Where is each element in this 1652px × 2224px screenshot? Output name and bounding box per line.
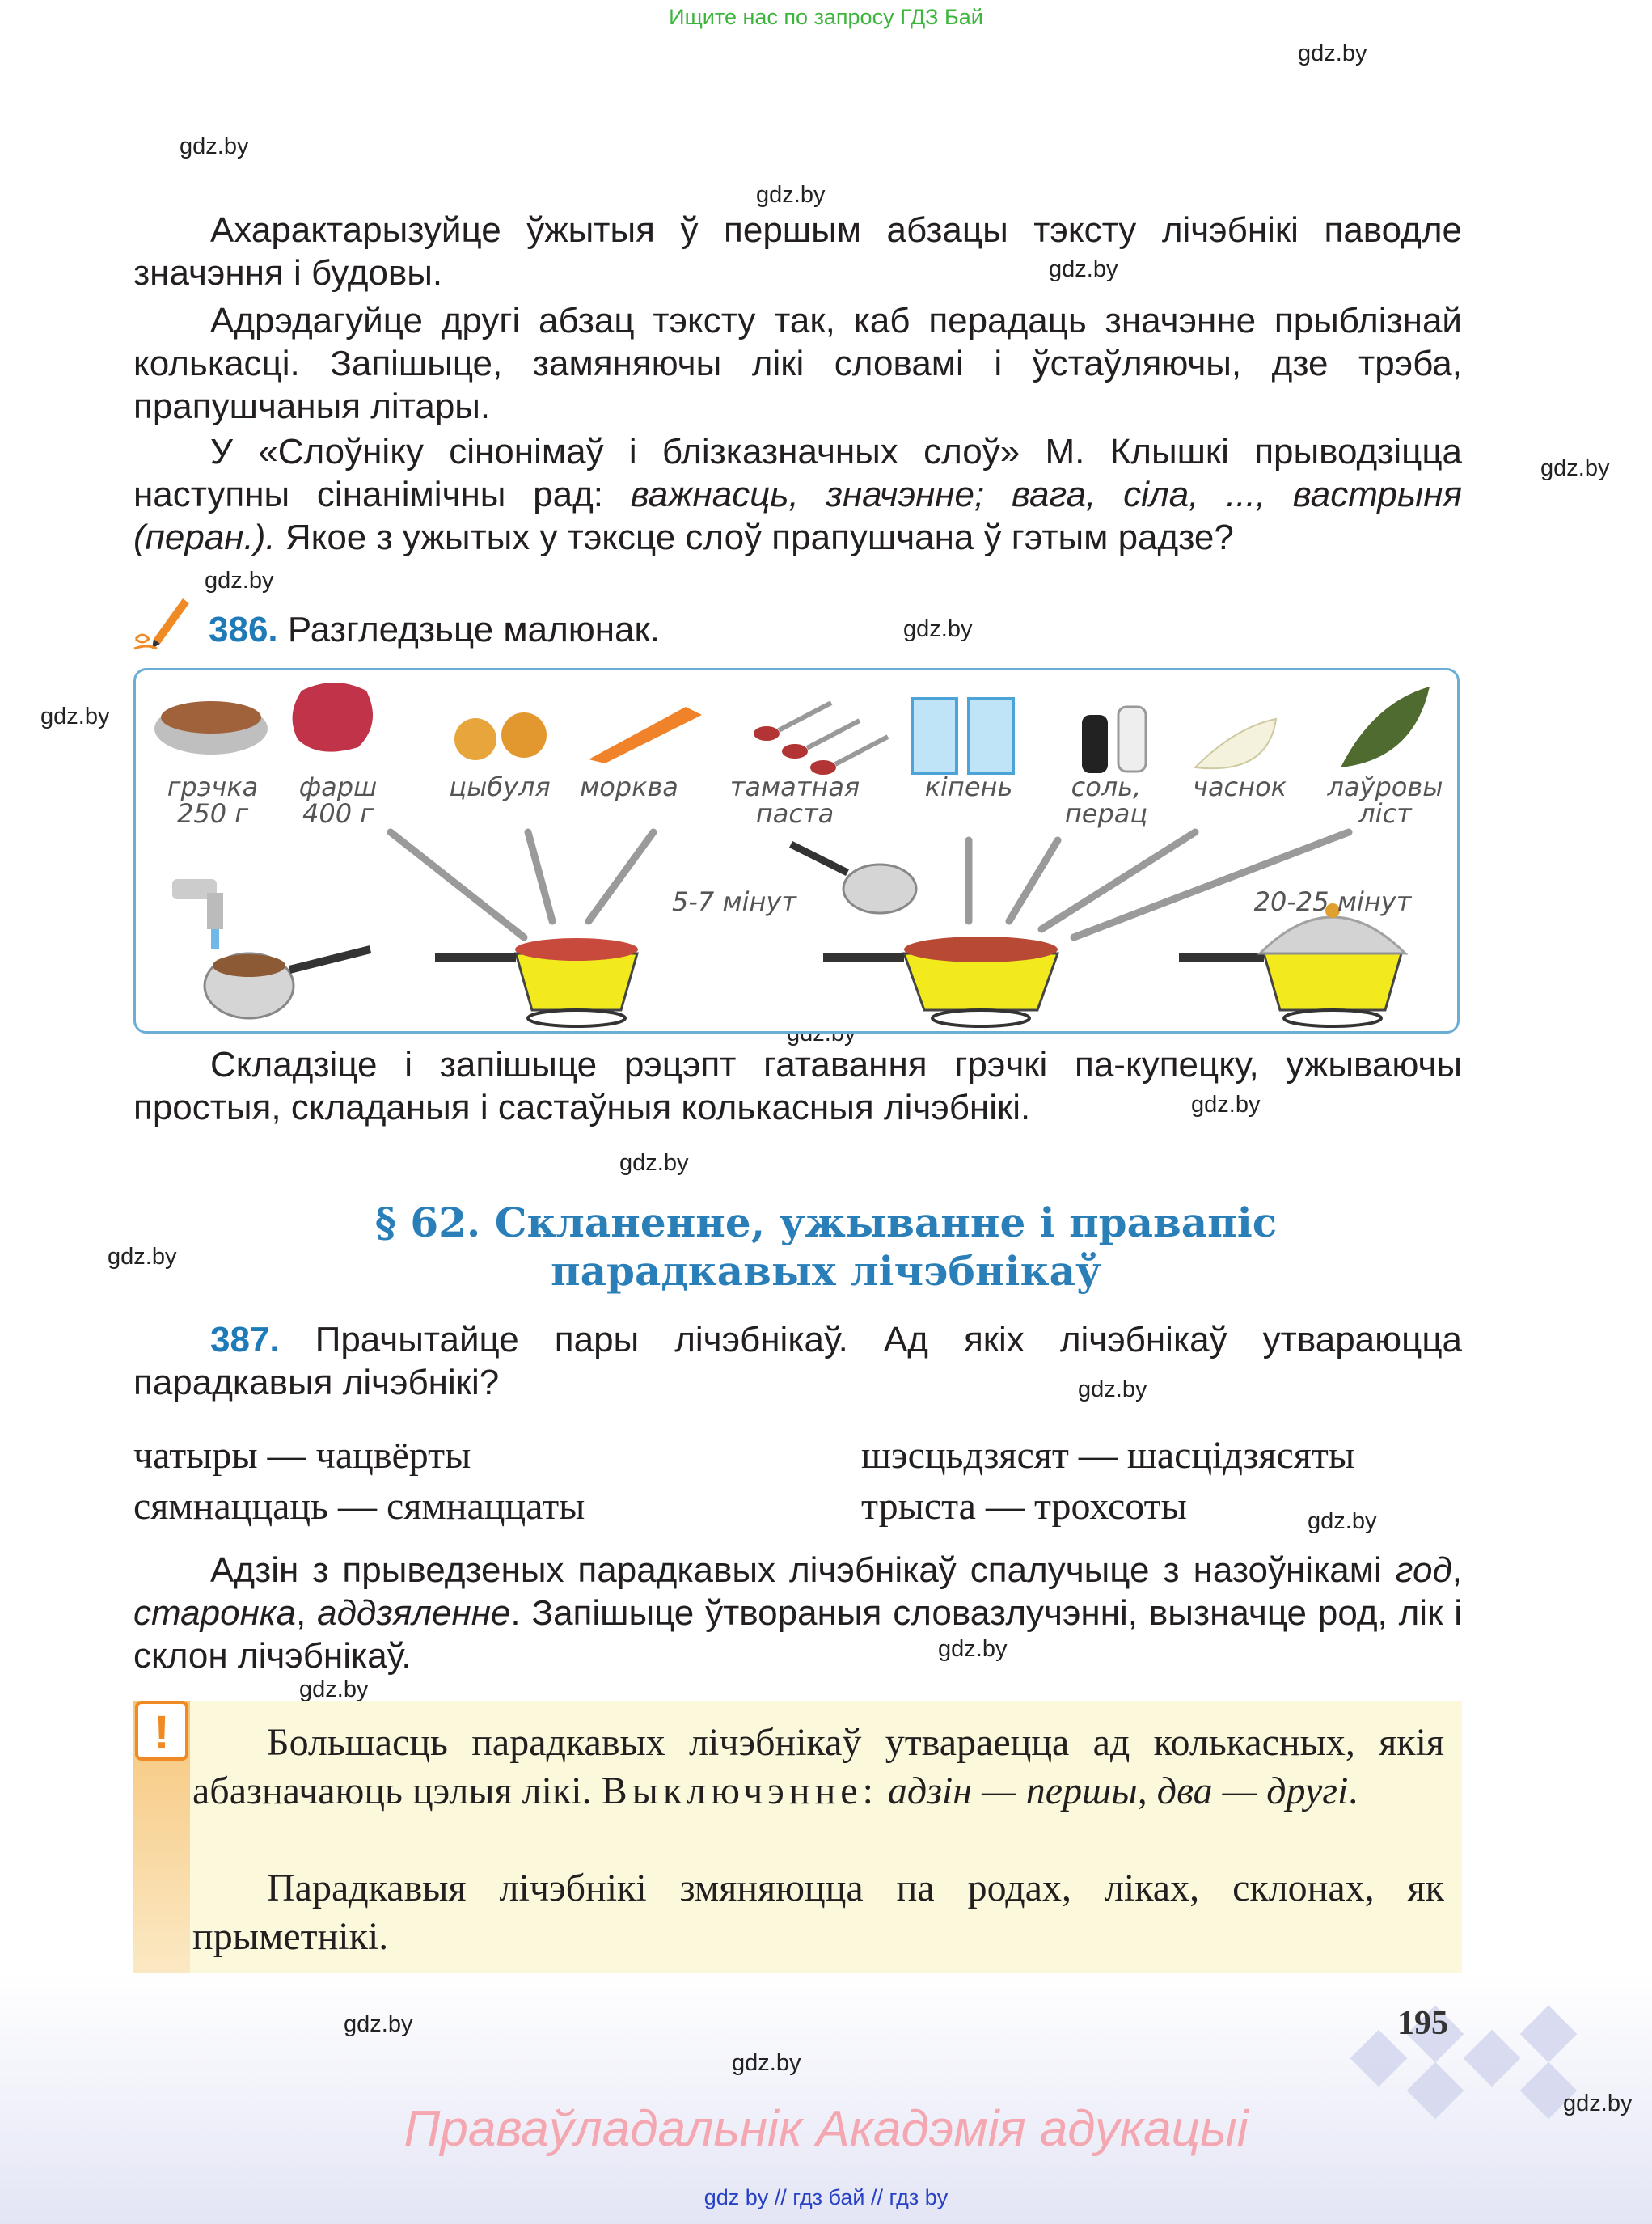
watermark: gdz.by [938, 1636, 1008, 1662]
number-pair: шэсцьдзясят — шасцідзясяты [861, 1434, 1355, 1477]
watermark: gdz.by [1298, 40, 1367, 66]
intro-paragraph-2: Адрэдагуйце другі абзац тэксту так, каб … [133, 301, 1462, 426]
exercise-number: 386. [209, 610, 278, 649]
watermark: gdz.by [756, 182, 826, 208]
watermark: gdz.by [619, 1150, 689, 1176]
recipe-drawing [154, 683, 1430, 1028]
watermark: gdz.by [1191, 1092, 1261, 1118]
copyright-owner: Праваўладальнік Акадэмія адукацыі [403, 2101, 1249, 2157]
rule-box [133, 1701, 1462, 1974]
page-footer-background [0, 1973, 1652, 2224]
exercise-386: 386. Разгледзьце малюнак. [209, 610, 660, 649]
pencil-icon [129, 590, 194, 655]
watermark: gdz.by [205, 568, 274, 594]
page-number: 195 [1397, 2005, 1448, 2042]
watermark: gdz.by [40, 704, 110, 729]
number-pair: сямнаццаць — сямнаццаты [133, 1485, 585, 1528]
top-banner[interactable]: Ищите нас по запросу ГДЗ Бай [669, 5, 983, 29]
watermark: gdz.by [299, 1676, 369, 1702]
exercise-387: 387. Прачытайце пары лічэбнікаў. Ад якіх… [133, 1320, 1463, 1402]
exercise-386-task: Складзіце і запішыце рэцэпт гатавання гр… [133, 1045, 1462, 1127]
ingredient-label: кіпень [924, 772, 1013, 802]
time-label: 20-25 мінут [1253, 886, 1412, 917]
intro-paragraph-3: У «Слоўніку сінонімаў і блізказначных сл… [133, 432, 1462, 557]
exclamation-icon: ! [135, 1701, 188, 1761]
number-pair: трыста — трохсоты [861, 1485, 1187, 1528]
exercise-387-task: Адзін з прыведзеных парадкавых лічэбніка… [133, 1550, 1462, 1676]
watermark: gdz.by [108, 1244, 177, 1270]
watermark: gdz.by [180, 133, 249, 159]
ingredient-label: соль,перац [1064, 772, 1148, 829]
watermark: gdz.by [1049, 256, 1118, 282]
rule-paragraph-2: Парадкавыя лічэбнікі змяняюцца па родах,… [192, 1867, 1444, 1958]
ingredient-label: часнок [1193, 772, 1287, 802]
watermark: gdz.by [903, 616, 973, 642]
watermark: gdz.by [1308, 1508, 1377, 1534]
watermark: gdz.by [344, 2011, 413, 2037]
ingredient-label: морква [580, 772, 678, 802]
section-title: § 62. Скланенне, ужыванне і правапіс [374, 1199, 1278, 1246]
time-label: 5-7 мінут [672, 886, 796, 917]
footer-links[interactable]: gdz by // гдз бай // гдз by [703, 2185, 949, 2209]
watermark: gdz.by [732, 2050, 801, 2076]
rule-paragraph-1: Большасць парадкавых лічэбнікаў утвараец… [192, 1721, 1444, 1812]
intro-paragraph-1: Ахарактарызуйце ўжытыя ў першым абзацы т… [133, 210, 1462, 293]
number-pairs-right: шэсцьдзясят — шасцідзясяты трыста — трох… [861, 1430, 1354, 1532]
section-subtitle: парадкавых лічэбнікаў [550, 1247, 1101, 1295]
number-pairs-left: чатыры — чацвёрты сямнаццаць — сямнаццат… [133, 1430, 585, 1532]
watermark: gdz.by [1078, 1376, 1147, 1402]
diamond-decoration [1350, 2005, 1578, 2120]
ingredient-label: цыбуля [449, 772, 551, 802]
watermark: gdz.by [1563, 2091, 1633, 2116]
watermark: gdz.by [1540, 455, 1610, 481]
number-pair: чатыры — чацвёрты [133, 1434, 471, 1477]
